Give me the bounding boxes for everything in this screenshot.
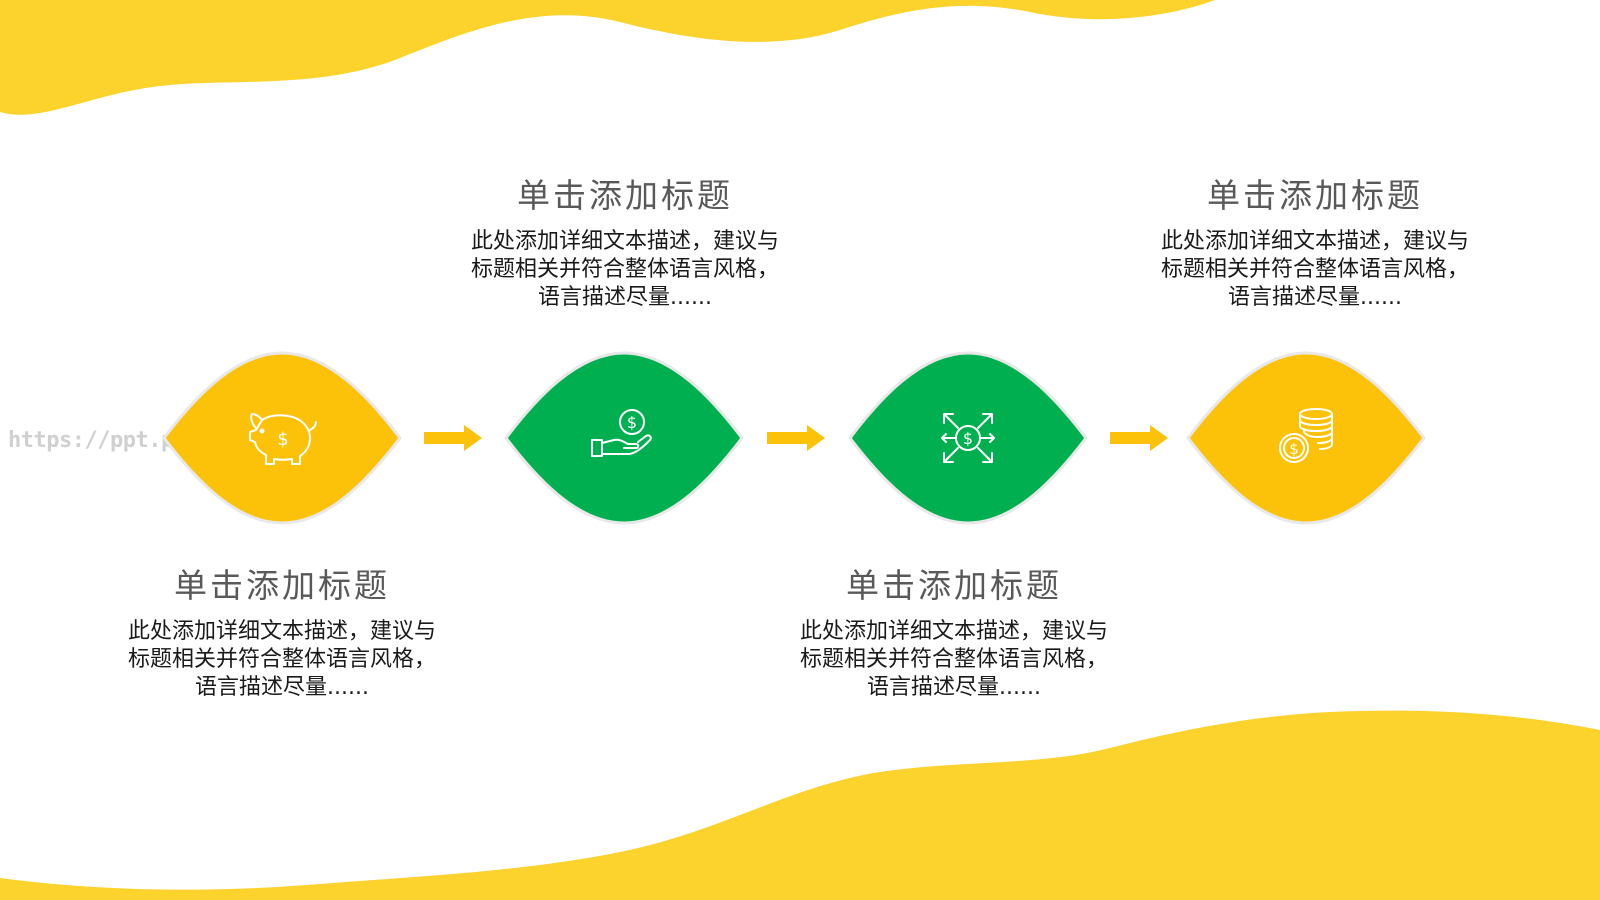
step-4-shape[interactable]: $ [1186, 351, 1426, 525]
step-1-title[interactable]: 单击添加标题 [174, 566, 390, 605]
step-3-title[interactable]: 单击添加标题 [846, 566, 1062, 605]
step-4-title[interactable]: 单击添加标题 [1207, 176, 1423, 215]
step-3-description[interactable]: 此处添加详细文本描述，建议与标题相关并符合整体语言风格，语言描述尽量...... [799, 619, 1108, 700]
top-wave-decoration [0, 0, 1215, 115]
arrow-right-icon [424, 425, 482, 451]
step-3-text-block: 单击添加标题 此处添加详细文本描述，建议与标题相关并符合整体语言风格，语言描述尽… [789, 566, 1119, 702]
step-1-shape[interactable]: $ [162, 351, 402, 525]
step-2-shape[interactable]: $ [504, 351, 744, 525]
piggy-bank-icon: $ [249, 413, 317, 465]
arrow-right-icon [767, 425, 825, 451]
svg-text:$: $ [627, 413, 637, 432]
svg-text:$: $ [963, 429, 973, 448]
leaf-shape [1186, 351, 1426, 525]
leaf-shape [162, 351, 402, 525]
step-3-shape[interactable]: $ [848, 351, 1088, 525]
coin-stack-icon: $ [1279, 408, 1333, 463]
arrow-right-icon [1110, 425, 1168, 451]
leaf-shape [848, 351, 1088, 525]
hand-coin-icon: $ [591, 409, 652, 457]
leaf-shape [504, 351, 744, 525]
step-4-text-block: 单击添加标题 此处添加详细文本描述，建议与标题相关并符合整体语言风格，语言描述尽… [1150, 176, 1480, 312]
dollar-arrows-icon: $ [941, 413, 995, 463]
step-2-description[interactable]: 此处添加详细文本描述，建议与标题相关并符合整体语言风格，语言描述尽量...... [470, 229, 779, 310]
step-4-description[interactable]: 此处添加详细文本描述，建议与标题相关并符合整体语言风格，语言描述尽量...... [1160, 229, 1469, 310]
svg-text:$: $ [1289, 440, 1299, 458]
step-2-title[interactable]: 单击添加标题 [517, 176, 733, 215]
svg-text:$: $ [277, 429, 288, 450]
step-1-text-block: 单击添加标题 此处添加详细文本描述，建议与标题相关并符合整体语言风格，语言描述尽… [117, 566, 447, 702]
bottom-wave-decoration [0, 710, 1600, 900]
step-1-description[interactable]: 此处添加详细文本描述，建议与标题相关并符合整体语言风格，语言描述尽量...... [127, 619, 436, 700]
step-2-text-block: 单击添加标题 此处添加详细文本描述，建议与标题相关并符合整体语言风格，语言描述尽… [460, 176, 790, 312]
